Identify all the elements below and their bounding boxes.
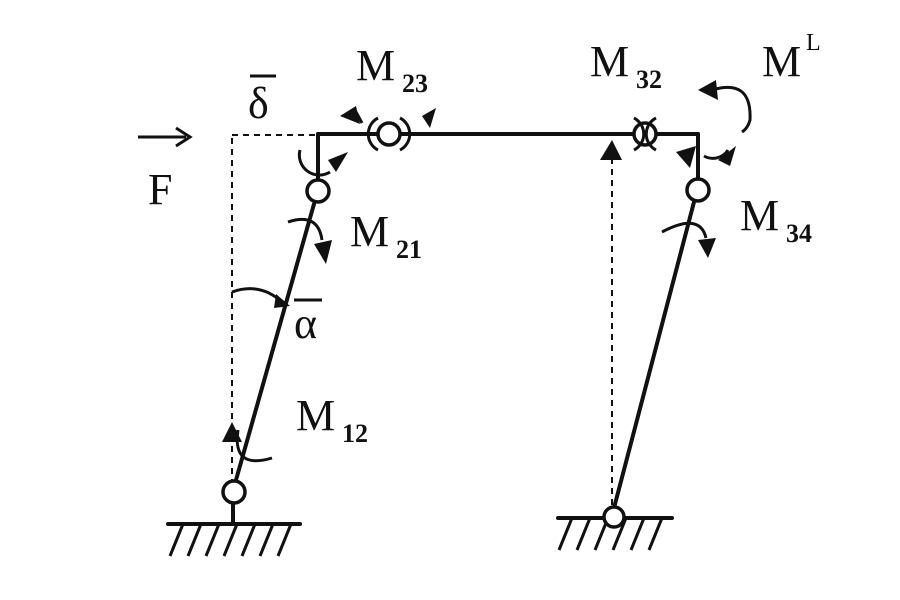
force-arrow [138, 126, 193, 148]
force-label: F [148, 165, 172, 214]
moment-arrows [222, 80, 752, 463]
m21-subscript: 21 [396, 235, 422, 264]
hinge-3 [685, 177, 711, 203]
m32-subscript: 32 [636, 65, 662, 94]
alpha-label: α [294, 299, 317, 348]
hinge-4 [602, 505, 626, 529]
m23-label: M [356, 41, 395, 90]
left-support [166, 503, 302, 557]
original-position-dashes [231, 134, 613, 505]
ml-label: M [762, 37, 801, 86]
m12-label: M [296, 391, 335, 440]
m34-label: M [740, 191, 779, 240]
ml-superscript: L [806, 30, 821, 56]
left-column [234, 202, 316, 482]
hinge-23 [376, 121, 402, 147]
labels: F δ α M 23 M 32 M L M 21 M 34 M 12 [148, 30, 821, 448]
m23-subscript: 23 [402, 69, 428, 98]
delta-label: δ [248, 79, 269, 128]
m21-label: M [350, 207, 389, 256]
m34-subscript: 34 [786, 219, 812, 248]
m12-subscript: 12 [342, 419, 368, 448]
hinge-2 [305, 178, 331, 204]
m32-label: M [590, 37, 629, 86]
right-column [612, 200, 696, 510]
hinge-1 [221, 479, 247, 505]
hinges [221, 121, 711, 529]
